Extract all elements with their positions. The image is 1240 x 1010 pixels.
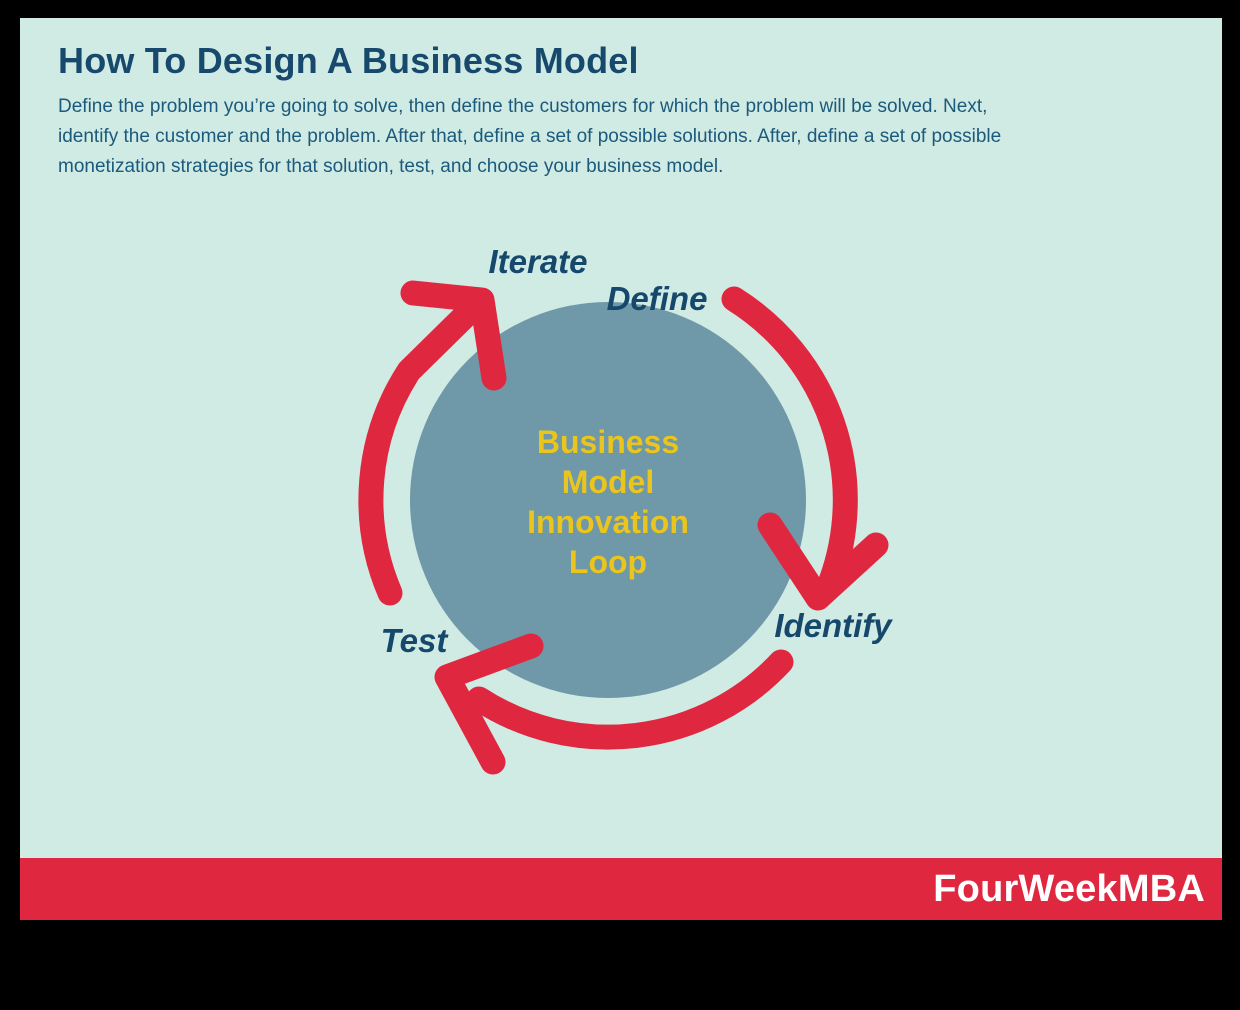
footer-bar: FourWeekMBA <box>20 858 1222 920</box>
intro-line-2: identify the customer and the problem. A… <box>58 126 1002 147</box>
intro-line-3: monetization strategies for that solutio… <box>58 156 724 177</box>
arrowhead-upleft-icon <box>434 633 544 775</box>
infographic-frame: How To Design A Business Model Define th… <box>20 18 1222 920</box>
page-title: How To Design A Business Model <box>58 40 639 81</box>
arc-right <box>721 286 858 594</box>
intro-line-1: Define the problem you’re going to solve… <box>58 96 988 117</box>
loop-arrow-test-to-iterate-icon <box>358 280 507 606</box>
center-line-2: Model <box>561 464 655 500</box>
loop-circle <box>410 302 806 698</box>
brand-logo-text: FourWeekMBA <box>933 868 1205 910</box>
arc-bottom <box>466 649 794 750</box>
center-line-4: Loop <box>568 544 648 580</box>
center-line-1: Business <box>536 424 680 460</box>
arc-left <box>358 296 485 606</box>
step-label-define: Define <box>606 280 708 317</box>
step-label-iterate: Iterate <box>488 243 588 280</box>
center-line-3: Innovation <box>527 504 689 540</box>
arrowhead-down-icon <box>757 512 889 611</box>
loop-arrow-define-to-identify-icon <box>721 286 889 611</box>
step-label-identify: Identify <box>774 607 892 644</box>
loop-arrow-identify-to-test-icon <box>434 633 794 775</box>
arrowhead-upright-icon <box>400 280 507 391</box>
loop-center-title: Business Model Innovation Loop <box>408 422 808 582</box>
intro-paragraph: Define the problem you’re going to solve… <box>58 92 1158 182</box>
loop-diagram <box>358 280 889 775</box>
step-label-test: Test <box>380 622 448 659</box>
